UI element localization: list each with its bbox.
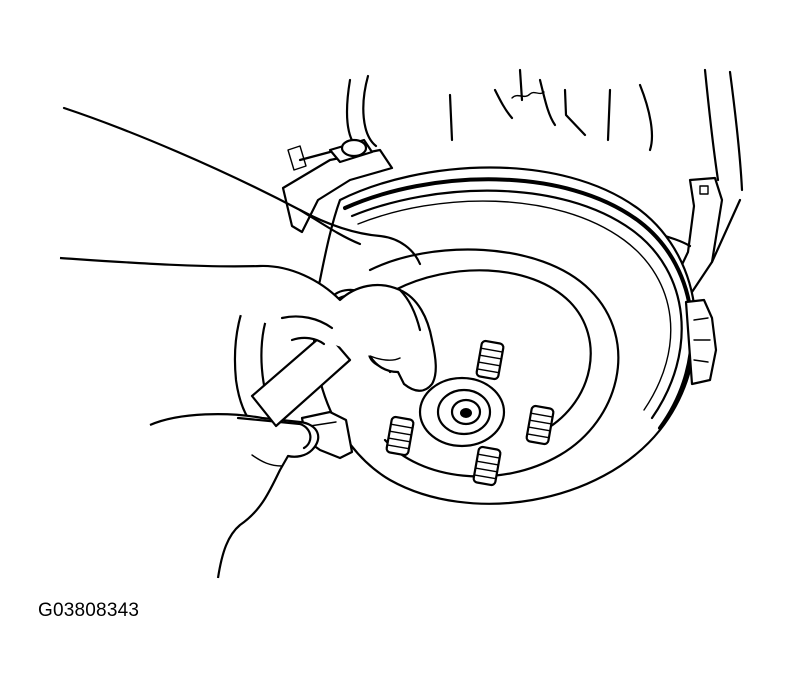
figure-code: G03808343	[38, 600, 140, 621]
wheel-studs	[386, 340, 554, 485]
lower-hand	[150, 414, 318, 578]
brake-caliper	[283, 140, 392, 232]
wheel-stud	[526, 405, 554, 444]
suspension-strut-lines	[347, 70, 742, 190]
wheel-stud	[473, 446, 501, 485]
wheel-stud	[476, 340, 504, 379]
upper-hand	[60, 108, 436, 391]
wheel-stud	[386, 416, 414, 455]
hub-center	[420, 378, 504, 446]
